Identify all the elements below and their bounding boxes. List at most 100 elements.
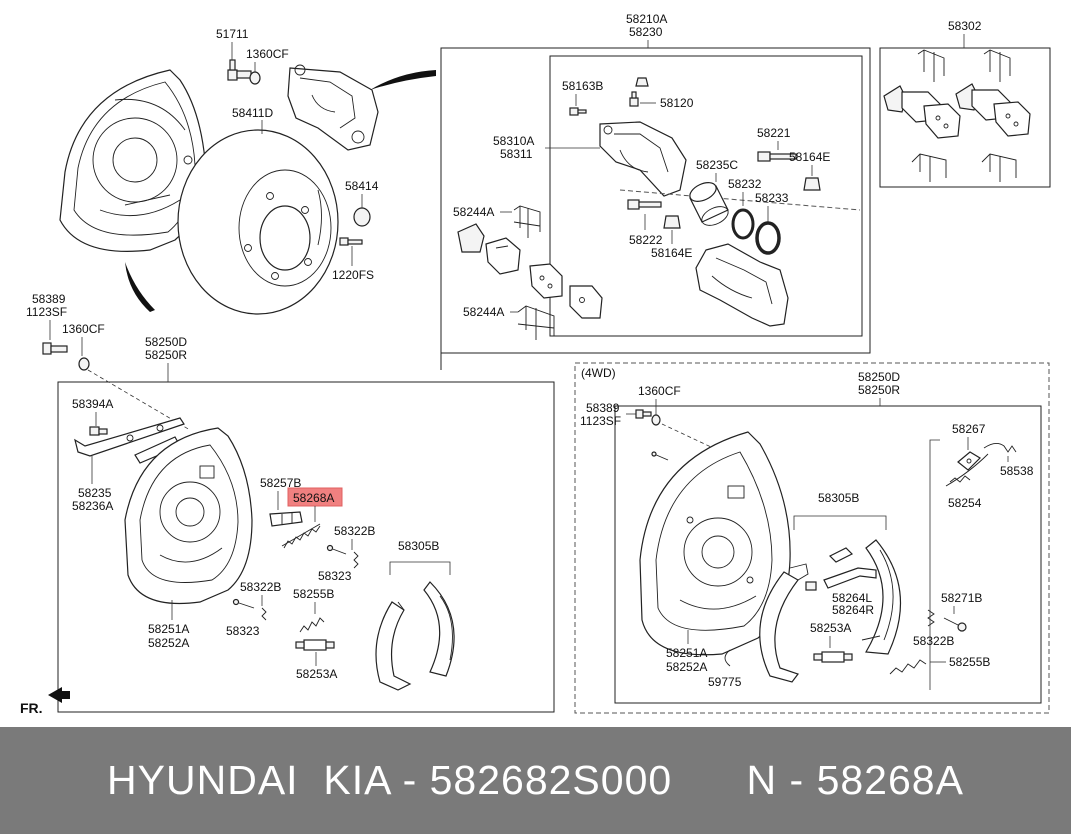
adjuster-58253a-right (813, 651, 853, 663)
label-1360cf-top: 1360CF (246, 47, 289, 61)
boot-58164e-a (803, 177, 821, 191)
pad-outer-a (529, 263, 563, 299)
label-58267: 58267 (952, 422, 986, 436)
label-58252a-right: 58252A (666, 660, 707, 674)
pad-outer-b (569, 285, 603, 319)
label-58120: 58120 (660, 96, 694, 110)
spring-58322b-right (927, 609, 935, 627)
label-58244a-a: 58244A (453, 205, 494, 219)
adjuster-58253a-left (295, 639, 335, 651)
guide-pin-58221 (757, 151, 797, 162)
label-58253a-left: 58253A (296, 667, 337, 681)
backing-plate-left (124, 427, 253, 605)
label-1123sf-right: 1123SF (580, 414, 621, 428)
lever-58267 (957, 451, 981, 471)
label-58222: 58222 (629, 233, 663, 247)
label-58389-left: 58389 (32, 292, 66, 306)
spring-58255b-right (889, 659, 927, 675)
pin-58323-b (232, 598, 255, 609)
label-58253a-right: 58253A (810, 621, 851, 635)
boot-58164e-b (663, 215, 681, 229)
label-58264r: 58264R (832, 603, 874, 617)
bolt-58394a (89, 426, 108, 436)
clip-59775 (724, 649, 731, 667)
backing-plate-right (639, 431, 791, 656)
label-58233: 58233 (755, 191, 789, 205)
carrier-bracket (695, 243, 789, 327)
label-4wd: (4WD) (581, 366, 616, 380)
label-58164e-a: 58164E (789, 150, 830, 164)
label-58163b: 58163B (562, 79, 603, 93)
label-58235: 58235 (78, 486, 112, 500)
label-58323-a: 58323 (318, 569, 352, 583)
shoe-left-a (375, 601, 412, 691)
label-1360cf-left: 1360CF (62, 322, 105, 336)
parts-diagram: 51711 1360CF 58411D 58414 1220FS 58389 1… (20, 12, 1051, 716)
label-58322b-right: 58322B (913, 634, 954, 648)
bleeder-58163b (569, 107, 587, 116)
caliper-body-58310a (599, 121, 687, 197)
label-58250d-right: 58250D (858, 370, 900, 384)
shoe-left-b (423, 581, 455, 677)
label-58311: 58311 (500, 147, 533, 161)
washer-1360cf-right (651, 414, 661, 426)
label-58232: 58232 (728, 177, 762, 191)
label-58210a: 58210A (626, 12, 667, 26)
label-58310a: 58310A (493, 134, 534, 148)
lever-58235 (74, 417, 185, 457)
clip-58244a-a (513, 205, 541, 238)
label-58264l: 58264L (832, 591, 872, 605)
spring-58268a (281, 523, 321, 549)
label-58268a: 58268A (293, 491, 334, 505)
label-58221: 58221 (757, 126, 791, 140)
label-58389-right: 58389 (586, 401, 620, 415)
pad-inner-b (485, 237, 521, 275)
label-58250r-right: 58250R (858, 383, 900, 397)
shoe-right-b (861, 539, 902, 655)
label-58302: 58302 (948, 19, 982, 33)
bolt-51711 (227, 59, 252, 81)
label-58257b: 58257B (260, 476, 301, 490)
parking-brake-frame-left (57, 381, 555, 713)
strut-58264 (823, 547, 877, 589)
pin-58323-a (326, 544, 347, 555)
pad-kit-58302 (883, 49, 1031, 182)
washer-1360cf-top (249, 71, 261, 85)
caliper-inner-frame (549, 55, 863, 337)
swoosh-arrow-left (125, 262, 155, 312)
label-58394a: 58394A (72, 397, 113, 411)
spring-58322b-a (353, 551, 359, 569)
piston-58235c (689, 182, 729, 226)
label-51711: 51711 (216, 27, 249, 41)
label-58251a-left: 58251A (148, 622, 189, 636)
label-1360cf-right: 1360CF (638, 384, 681, 398)
label-58252a-left: 58252A (148, 636, 189, 650)
label-1220fs: 1220FS (332, 268, 374, 282)
label-58254: 58254 (948, 496, 982, 510)
bolt-1220fs (339, 237, 363, 246)
label-1123sf-left: 1123SF (26, 305, 67, 319)
bolt-small-right (651, 451, 669, 461)
label-58235c: 58235C (696, 158, 738, 172)
cap-58414 (353, 207, 371, 227)
label-58538: 58538 (1000, 464, 1034, 478)
4wd-frame (574, 362, 1050, 714)
pad-kit-frame (879, 47, 1051, 188)
swoosh-arrow-top (370, 70, 436, 90)
label-58250r-left: 58250R (145, 348, 187, 362)
caliper-frame (440, 47, 871, 370)
label-fr: FR. (20, 700, 43, 716)
spring-58538 (983, 443, 1017, 453)
label-58411d: 58411D (232, 106, 273, 120)
brake-disc (177, 129, 339, 315)
label-58323-b: 58323 (226, 624, 260, 638)
guide-pin-58222 (627, 199, 662, 210)
label-58322b-a: 58322B (334, 524, 375, 538)
label-58244a-b: 58244A (463, 305, 504, 319)
label-58322b-b: 58322B (240, 580, 281, 594)
adjuster-nut-right (805, 581, 817, 591)
bleeder-58120 (629, 91, 639, 107)
spring-58255b-left (299, 617, 325, 633)
label-58230: 58230 (629, 25, 663, 39)
label-58251a-right: 58251A (666, 646, 707, 660)
